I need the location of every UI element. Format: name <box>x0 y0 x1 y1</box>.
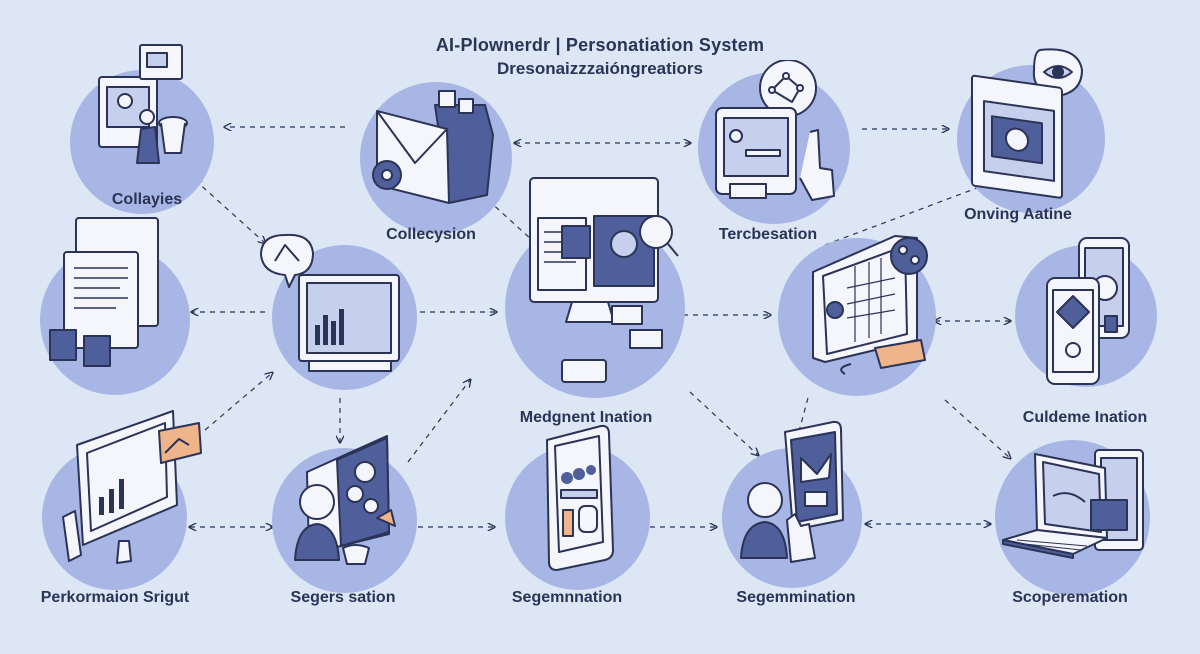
connector-n9-n14 <box>944 399 1010 458</box>
node-label: Segemnnation <box>511 589 623 606</box>
connector-n11-n7 <box>407 380 470 463</box>
node-label: Medgnent Ination <box>519 409 653 426</box>
node-label: Collayies <box>111 191 183 208</box>
documents-icon <box>49 217 159 367</box>
phones-icon <box>1046 237 1130 385</box>
node-label: Tercbesation <box>718 226 818 243</box>
analytics-monitor-icon <box>62 410 202 564</box>
node-label: Culdeme Ination <box>1022 409 1148 426</box>
touch-screen-icon <box>715 60 835 201</box>
person-gears-icon <box>294 435 396 565</box>
browser-eye-icon <box>971 48 1083 199</box>
diagram-title: AI-Plownerdr | Personatiation System <box>435 35 765 55</box>
node-label: Segemmination <box>736 589 856 606</box>
smartphone-icon <box>546 424 614 571</box>
connector-n8-n4 <box>824 185 985 246</box>
person-tablet-icon <box>740 420 844 563</box>
node-label: Collecysion <box>386 226 476 243</box>
envelope-icon <box>372 90 494 204</box>
node-label: Scoperemation <box>1012 589 1128 606</box>
connector-n10-n6 <box>204 373 272 431</box>
diagram-subtitle: Dresonaizzzaióngreatiors <box>497 59 703 78</box>
data-board-icon <box>812 235 928 375</box>
node-label: Perkormaion Srigut <box>40 589 190 606</box>
node-label: Segers sation <box>290 589 396 606</box>
presenter-icon <box>98 44 188 164</box>
laptop-devices-icon <box>1002 449 1144 559</box>
monitor-profile-icon <box>529 177 679 383</box>
laptop-chart-icon <box>260 233 400 372</box>
node-label: Onving Aatine <box>964 206 1072 223</box>
